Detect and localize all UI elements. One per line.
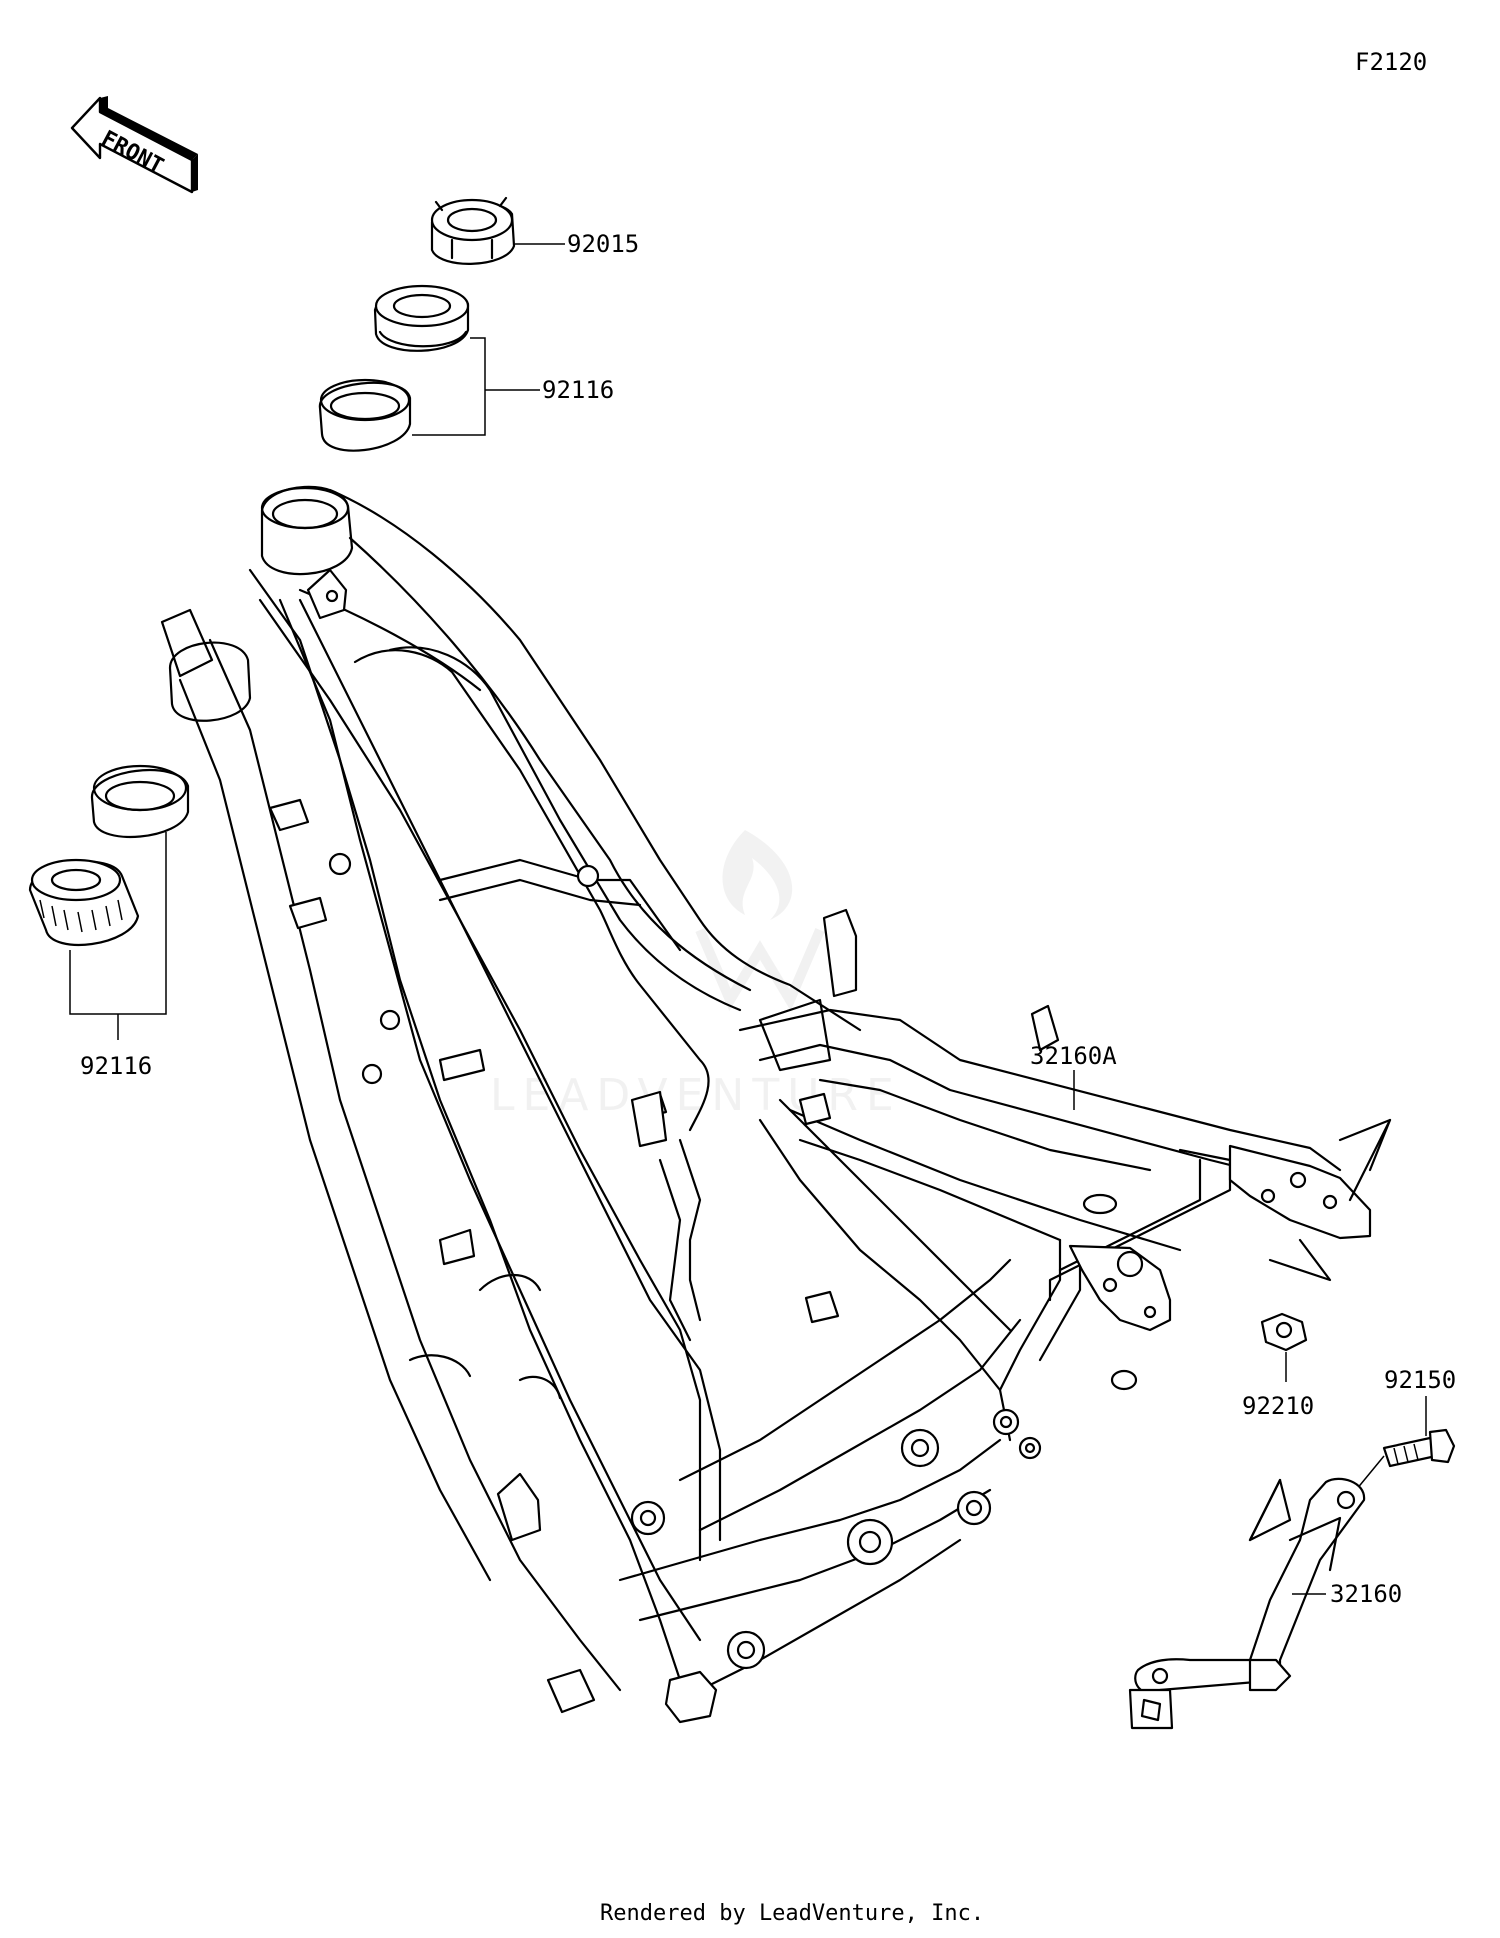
steering-stem-nut: [430, 196, 516, 265]
callout-32160A: 32160A: [1030, 1042, 1117, 1070]
lower-bearing-race: [90, 764, 190, 839]
callout-92116-upper: 92116: [542, 376, 614, 404]
callout-92116-lower: 92116: [80, 1052, 152, 1080]
flange-nut: [1260, 1312, 1308, 1352]
upper-steering-bearing: [373, 284, 470, 352]
main-frame: [160, 485, 1060, 1724]
callout-92210: 92210: [1242, 1392, 1314, 1420]
hex-bolt: [1382, 1428, 1456, 1468]
callout-92150: 92150: [1384, 1366, 1456, 1394]
lower-steering-bearing: [28, 858, 140, 947]
footer-credit: Rendered by LeadVenture, Inc.: [600, 1901, 984, 1926]
diagram-code: F2120: [1355, 48, 1427, 76]
rear-subframe: [630, 908, 1392, 1392]
upper-bearing-race: [318, 378, 412, 452]
bracket-32160: [1128, 1477, 1366, 1730]
callout-92015: 92015: [567, 230, 639, 258]
front-arrow-icon: FRONT: [70, 96, 198, 194]
callout-32160: 32160: [1330, 1580, 1402, 1608]
